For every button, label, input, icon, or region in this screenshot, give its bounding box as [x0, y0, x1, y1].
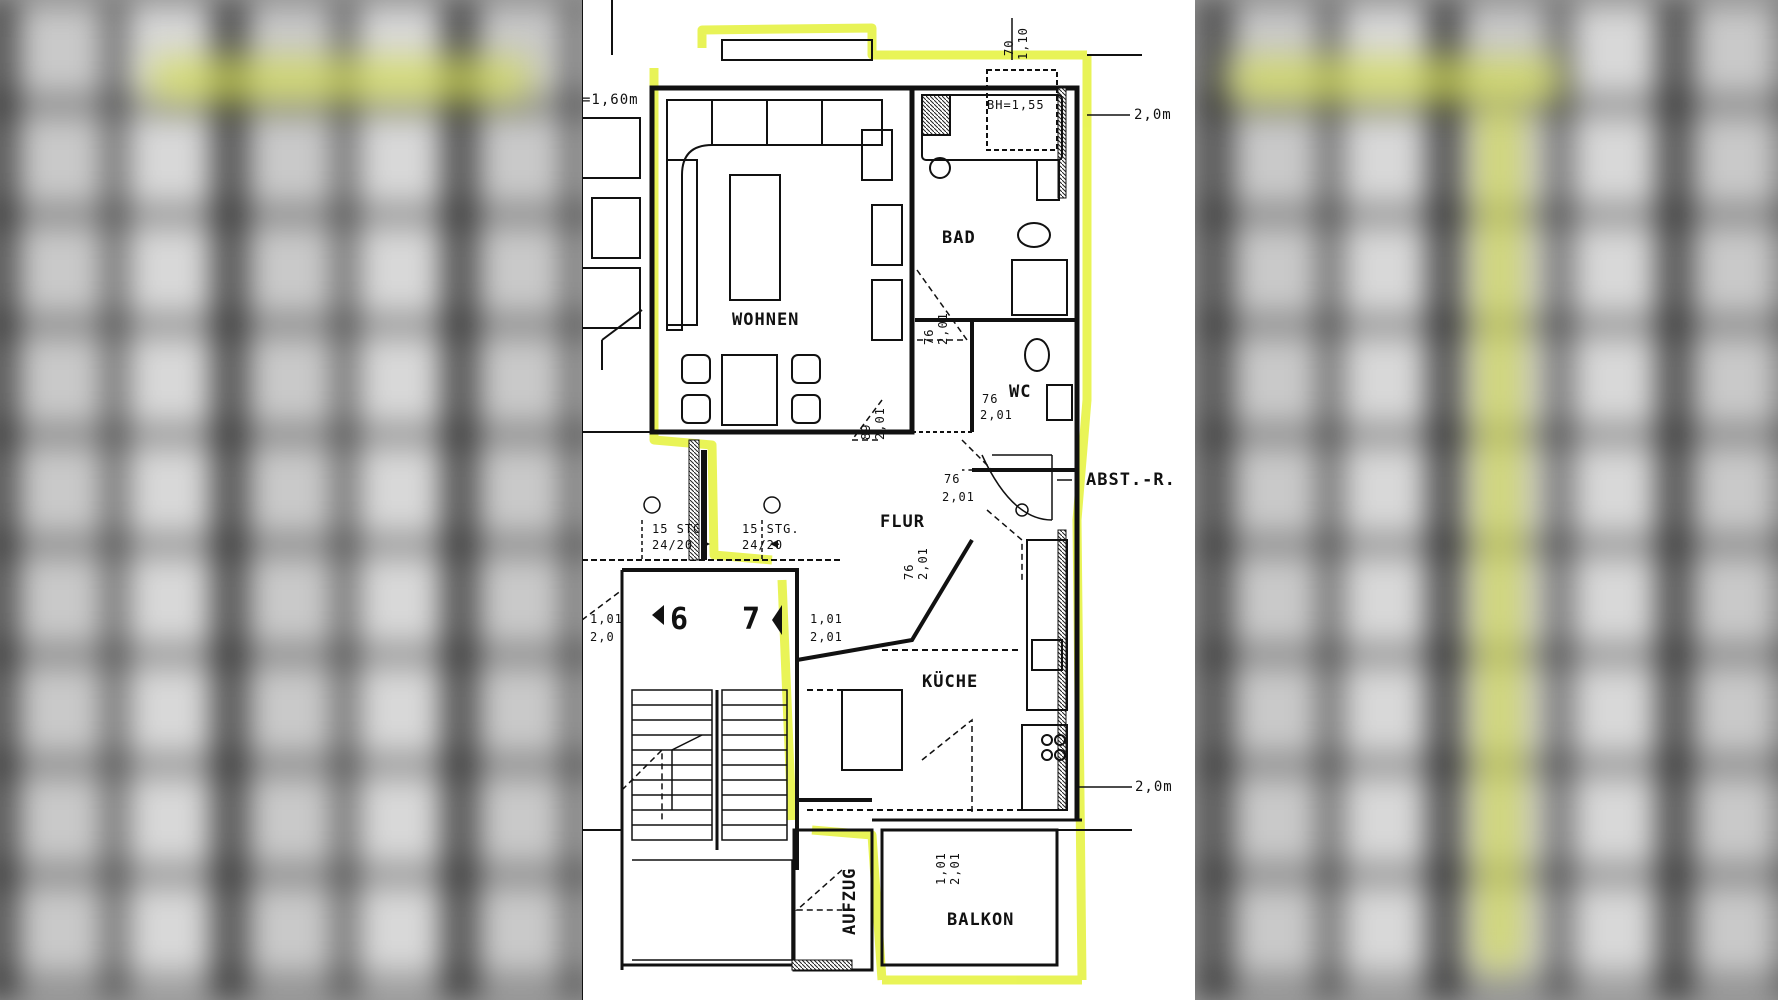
room-label-wc: WC — [1009, 382, 1032, 402]
dimension-balkon-door-height: 2,01 — [948, 852, 962, 885]
room-label-kueche: KÜCHE — [922, 672, 979, 692]
arrow-right-icon — [772, 605, 782, 635]
dimension-abst-door-height: 2,01 — [942, 490, 975, 504]
dimension-left-door-height: 2,0 — [590, 630, 615, 644]
neighbour-furniture — [582, 117, 643, 370]
dimension-leaders — [1011, 18, 1132, 788]
dimension-balkon-door-width: 1,01 — [934, 852, 948, 885]
dimension-bad-door-width: 76 — [922, 328, 936, 345]
dimension-flur-kueche-door-width: 76 — [902, 563, 916, 580]
room-label-balkon: BALKON — [947, 910, 1015, 930]
bathroom-fixtures — [921, 69, 1073, 421]
background-highlight-right-edge — [1480, 100, 1520, 970]
dimension-top-110: 1,10 — [1016, 27, 1030, 60]
kitchen-fixtures — [807, 539, 1068, 811]
floor-plan: WOHNEN BAD WC FLUR KÜCHE BALKON AUFZUG A… — [582, 0, 1195, 1000]
room-label-flur: FLUR — [880, 512, 925, 532]
dimension-top-70: 70 — [1002, 39, 1016, 56]
stairs-ratio-right: 24/20 — [742, 538, 784, 552]
room-label-abstellraum: ABST.-R. — [1086, 470, 1176, 490]
background-highlight-top-left — [150, 60, 530, 100]
dimension-top-right: 2,0m — [1134, 107, 1172, 123]
dimension-entry-door-width: 1,01 — [810, 612, 843, 626]
stairwell — [631, 454, 1053, 961]
dimension-bottom-right: 2,0m — [1135, 779, 1173, 795]
dimension-wohnen-door-height: 2,01 — [873, 407, 887, 440]
dimension-wohnen-door-width: 89 — [859, 423, 873, 440]
blurred-background-left — [0, 0, 600, 1000]
stairs-label-left: 15 STG. — [652, 522, 710, 536]
dimension-bh: BH=1,55 — [987, 98, 1045, 112]
dimension-wc-door-height: 2,01 — [980, 408, 1013, 422]
arrow-left-icon — [652, 605, 664, 625]
walls — [582, 0, 1142, 1000]
dimension-left-door-width: 1,01 — [590, 612, 623, 626]
dimension-bad-door-height: 2,01 — [936, 312, 950, 345]
room-label-wohnen: WOHNEN — [732, 310, 800, 330]
apartment-number-6: 6 — [670, 602, 690, 637]
background-highlight-top-right — [1230, 60, 1560, 100]
dimension-flur-kueche-door-height: 2,01 — [916, 547, 930, 580]
wohnen-furniture — [666, 99, 903, 426]
room-label-aufzug: AUFZUG — [840, 867, 860, 935]
stairs-ratio-left: 24/20 — [652, 538, 694, 552]
dimension-entry-door-height: 2,01 — [810, 630, 843, 644]
entrance-arrows — [652, 540, 782, 635]
hatched-walls — [688, 87, 1067, 971]
apartment-number-7: 7 — [742, 602, 762, 637]
dimension-abst-door-width: 76 — [944, 472, 961, 486]
floor-plan-drawing — [582, 0, 1142, 1000]
stairs-label-right: 15 STG. — [742, 522, 800, 536]
room-label-bad: BAD — [942, 228, 976, 248]
door-swings — [582, 269, 1023, 911]
dimension-wc-door-width: 76 — [982, 392, 999, 406]
dimension-top-left: =1,60m — [582, 92, 639, 108]
